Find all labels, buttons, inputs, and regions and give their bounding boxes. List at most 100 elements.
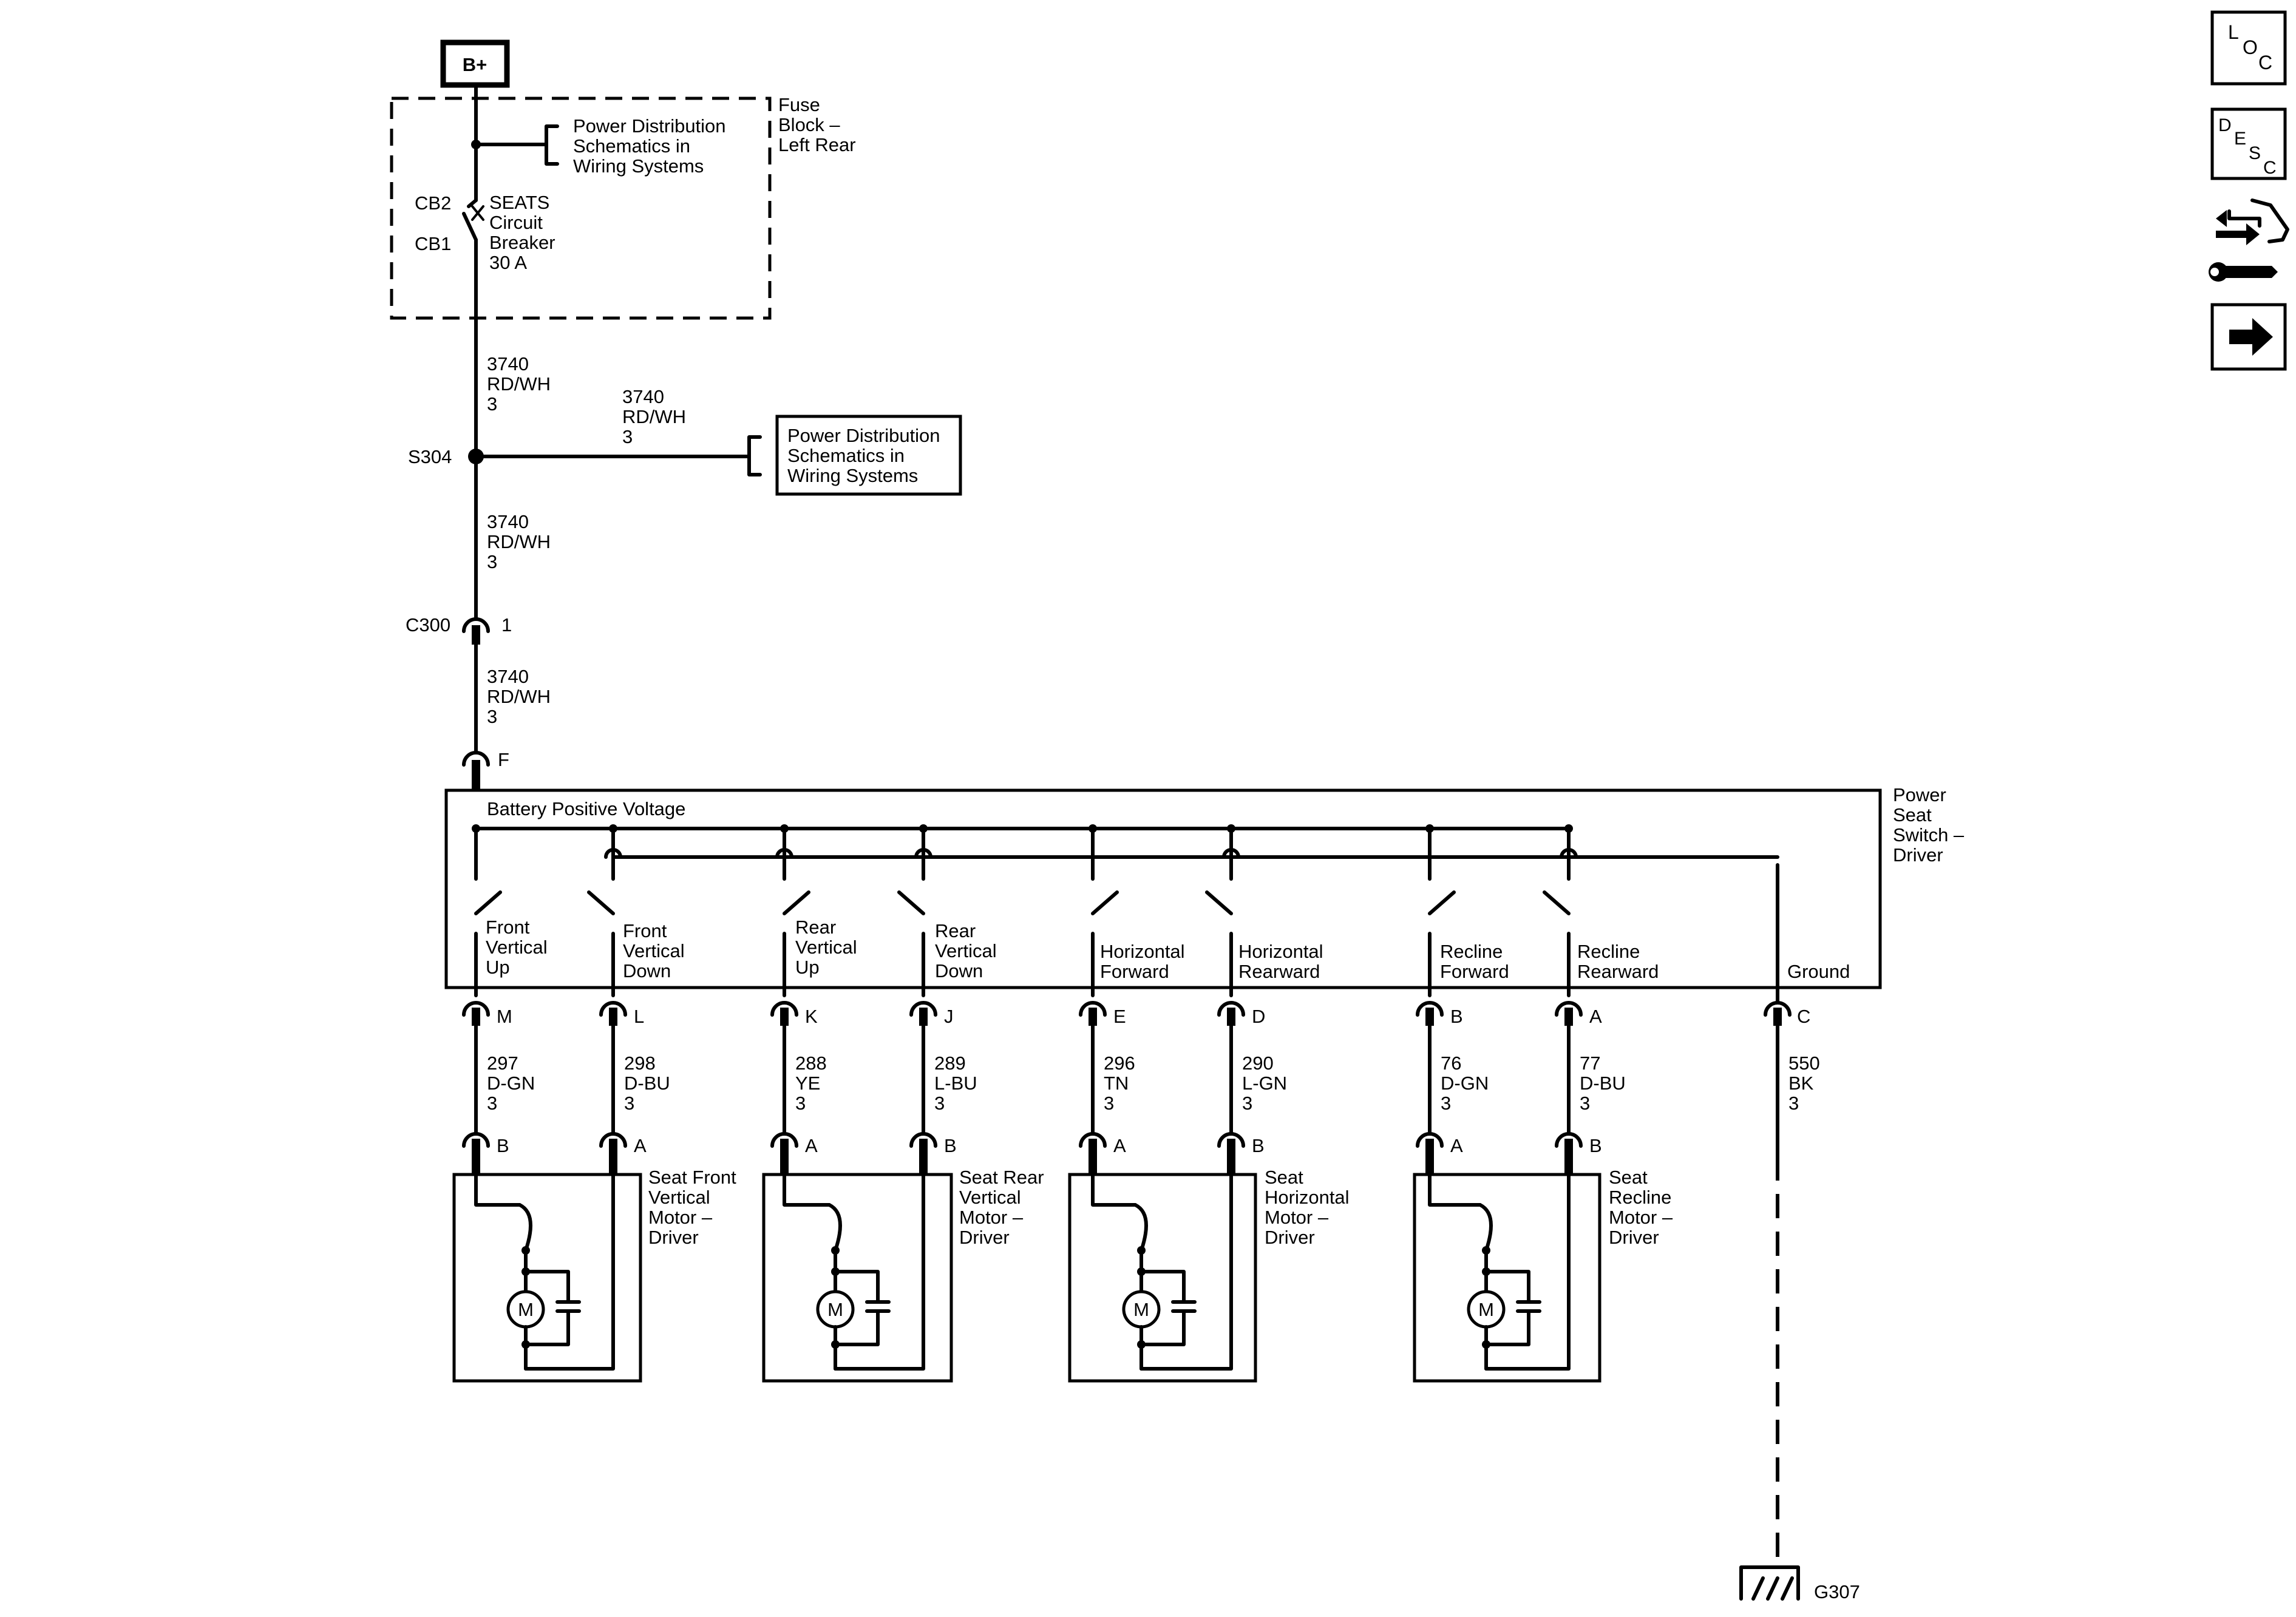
svg-text:Block –: Block – xyxy=(778,114,840,135)
thermal-element xyxy=(1133,1203,1148,1252)
switch-pin-connector xyxy=(462,1001,490,1017)
circuit-number: 298 xyxy=(624,1053,656,1074)
svg-text:D: D xyxy=(2218,115,2232,135)
svg-text:3: 3 xyxy=(487,551,497,572)
motor-box xyxy=(452,1173,642,1383)
svg-text:Front: Front xyxy=(623,920,667,941)
switch-pin-connector xyxy=(1217,1001,1245,1017)
output-circuits: M297D-GN3BL298D-BU3AK288YE3AJ289L-BU3BE2… xyxy=(462,1001,1626,1175)
wire-size: 3 xyxy=(795,1093,806,1114)
wire-size: 3 xyxy=(1441,1093,1451,1114)
next-arrow-icon[interactable] xyxy=(2210,303,2287,371)
label-front-vertical-down: Front Vertical Down xyxy=(623,920,685,981)
svg-text:3: 3 xyxy=(487,706,497,727)
motor-lead-right xyxy=(524,1173,615,1371)
svg-text:Fuse: Fuse xyxy=(778,94,820,115)
fuse-block-label: Fuse Block – Left Rear xyxy=(778,94,856,155)
switch-pin-label: L xyxy=(634,1006,644,1027)
power-seat-switch-outline xyxy=(444,788,1882,989)
circuit-number: 289 xyxy=(934,1053,966,1074)
switch-contact-5-blade xyxy=(1205,890,1233,915)
svg-text:Horizontal: Horizontal xyxy=(1100,941,1185,962)
svg-text:Rear: Rear xyxy=(935,920,976,941)
power-seat-switch-label: Power Seat Switch – Driver xyxy=(1893,784,1965,866)
motor-pin-label: A xyxy=(1113,1135,1126,1156)
svg-text:Motor –: Motor – xyxy=(959,1207,1024,1228)
motor-pin-connector xyxy=(1416,1132,1444,1148)
svg-text:Down: Down xyxy=(935,960,983,981)
switch-input-connector: F xyxy=(462,749,509,790)
svg-text:Rearward: Rearward xyxy=(1238,961,1320,982)
svg-text:Horizontal: Horizontal xyxy=(1265,1187,1350,1208)
switch-contact-7-blade xyxy=(1543,890,1571,915)
svg-text:Vertical: Vertical xyxy=(486,937,548,958)
battery-label: B+ xyxy=(463,54,487,75)
svg-text:3: 3 xyxy=(487,393,497,415)
motor-pin-connector xyxy=(599,1132,627,1148)
svg-text:E: E xyxy=(2234,129,2246,149)
svg-text:Forward: Forward xyxy=(1100,961,1169,982)
crossover-1 xyxy=(775,848,793,859)
crossover-0 xyxy=(604,848,622,859)
svg-text:Down: Down xyxy=(623,960,671,981)
switch-pin-label: E xyxy=(1113,1006,1126,1027)
circuit-number: 77 xyxy=(1580,1053,1600,1074)
wire-color: L-BU xyxy=(934,1073,977,1094)
switch-contact-2-blade xyxy=(783,890,810,915)
wire-label-d: 3740 RD/WH 3 xyxy=(487,666,551,727)
loc-icon[interactable]: L O C xyxy=(2210,10,2287,86)
svg-text:Driver: Driver xyxy=(959,1227,1010,1248)
switch-pin-label: B xyxy=(1450,1006,1463,1027)
splice-s304: S304 xyxy=(408,446,484,467)
motor-labels: Seat Front Vertical Motor – Driver Seat … xyxy=(648,1167,1673,1248)
switch-contact-6-blade xyxy=(1428,890,1456,915)
svg-text:RD/WH: RD/WH xyxy=(622,406,686,427)
cap-lead-top xyxy=(1140,1270,1186,1303)
label-front-vertical-up: Front Vertical Up xyxy=(486,917,548,978)
switch-pin-connector xyxy=(599,1001,627,1017)
motor-pin-label: A xyxy=(634,1135,647,1156)
connector-label: C300 xyxy=(406,614,450,636)
svg-text:Power: Power xyxy=(1893,784,1946,805)
svg-text:Vertical: Vertical xyxy=(795,937,857,958)
motor-lead-right xyxy=(834,1173,925,1371)
svg-text:Wiring Systems: Wiring Systems xyxy=(787,465,918,486)
svg-text:Vertical: Vertical xyxy=(935,940,997,961)
switch-pin-label: M xyxy=(497,1006,512,1027)
ground-circuit: C 550 BK 3 G307 xyxy=(1739,863,1860,1602)
svg-text:3740: 3740 xyxy=(487,666,529,687)
svg-text:Up: Up xyxy=(795,957,820,978)
switch-pin-label: D xyxy=(1252,1006,1265,1027)
switch-contact-1-blade xyxy=(587,890,615,915)
connector-repair-icon[interactable] xyxy=(2209,198,2289,282)
cap-lead-bottom xyxy=(524,1310,570,1346)
motor-0: M xyxy=(452,1173,642,1383)
cap-node-bottom xyxy=(521,1340,530,1349)
svg-text:Switch –: Switch – xyxy=(1893,824,1965,846)
switch-input-pin: F xyxy=(498,749,509,770)
motor-lead-left xyxy=(474,1173,521,1207)
svg-text:Motor –: Motor – xyxy=(1265,1207,1329,1228)
svg-text:Seat: Seat xyxy=(1893,804,1932,825)
ground-point-label: G307 xyxy=(1814,1581,1860,1602)
motor-box xyxy=(1068,1173,1257,1383)
label-recline-forward: Recline Forward xyxy=(1440,941,1509,982)
motor-lead-right xyxy=(1484,1173,1571,1371)
motor-symbol-label: M xyxy=(827,1299,843,1320)
desc-icon[interactable]: D E S C xyxy=(2210,107,2287,180)
thermal-element xyxy=(518,1203,532,1252)
cap-lead-top xyxy=(1484,1270,1530,1303)
svg-text:RD/WH: RD/WH xyxy=(487,531,551,552)
switch-internals xyxy=(472,824,1779,997)
svg-text:Schematics in: Schematics in xyxy=(787,445,905,466)
svg-text:3740: 3740 xyxy=(487,353,529,375)
svg-text:Seat Rear: Seat Rear xyxy=(959,1167,1044,1188)
svg-text:Recline: Recline xyxy=(1609,1187,1671,1208)
power-distribution-ref-2: Power Distribution Schematics in Wiring … xyxy=(747,415,962,496)
wire-size: 3 xyxy=(934,1093,945,1114)
thermal-element xyxy=(1478,1203,1493,1252)
